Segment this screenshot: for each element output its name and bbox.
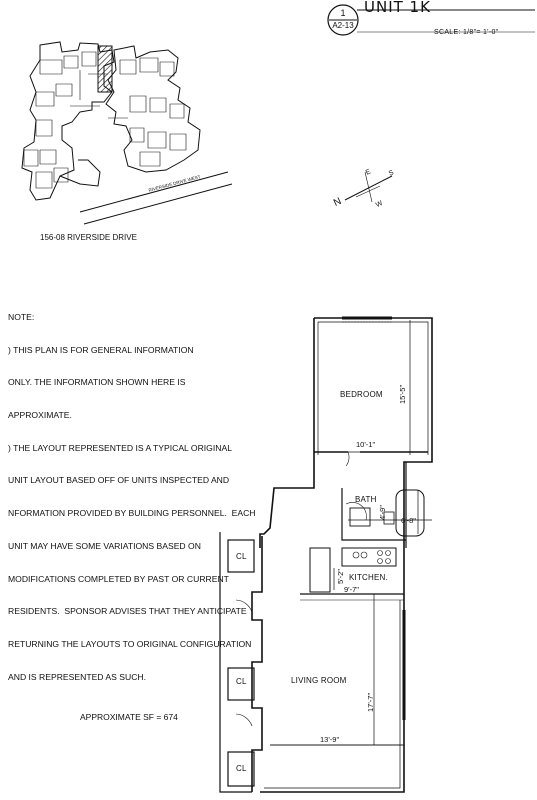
note-line: ONLY. THE INFORMATION SHOWN HERE IS (8, 377, 186, 388)
room-label-bath: BATH (355, 495, 377, 504)
dim-living-width: 13'-9" (320, 735, 340, 744)
toilet (349, 507, 371, 527)
dimension-lines (270, 320, 432, 746)
note-line: RESIDENTS. SPONSOR ADVISES THAT THEY ANT… (8, 606, 247, 617)
note-line: APPROXIMATE. (8, 409, 72, 420)
approximate-square-footage: APPROXIMATE SF = 674 (80, 712, 178, 722)
dim-bedroom-width: 10'-1" (356, 440, 376, 449)
kitchen-counter (341, 547, 397, 567)
closet-3-box (227, 751, 255, 787)
room-label-bedroom: BEDROOM (340, 390, 383, 399)
note-line: UNIT MAY HAVE SOME VARIATIONS BASED ON (8, 540, 201, 551)
dim-bedroom-length: 15'-5" (398, 384, 407, 404)
north-arrow (344, 171, 393, 203)
highlighted-unit (97, 45, 113, 93)
note-line: ) THIS PLAN IS FOR GENERAL INFORMATION (8, 344, 194, 355)
note-line: RETURNING THE LAYOUTS TO ORIGINAL CONFIG… (8, 639, 252, 649)
note-line: UNIT LAYOUT BASED OFF OF UNITS INSPECTED… (8, 475, 230, 486)
room-label-closet: CL (236, 552, 247, 561)
dim-living-length: 17'-7" (366, 692, 375, 712)
closet-1-box (227, 539, 255, 573)
dim-kitchen-width: 9'-7" (344, 585, 359, 594)
note-line: AND IS REPRESENTED AS SUCH. (8, 671, 147, 682)
dim-bath-width: 4'-9" (378, 505, 387, 520)
closet-2-box (227, 667, 255, 701)
room-label-closet: CL (236, 677, 247, 686)
dim-kitchen-length: 5'-2" (336, 569, 345, 584)
room-label-kitchen: KITCHEN. (349, 573, 388, 582)
note-line: NFORMATION PROVIDED BY BUILDING PERSONNE… (8, 508, 256, 519)
note-line: ) THE LAYOUT REPRESENTED IS A TYPICAL OR… (8, 442, 232, 453)
general-note: NOTE: ) THIS PLAN IS FOR GENERAL INFORMA… (8, 290, 256, 694)
room-label-living-room: LIVING ROOM (291, 676, 347, 685)
note-line: NOTE: (8, 311, 35, 322)
dim-bath-length: 6'-8" (401, 516, 416, 525)
bathtub (395, 489, 425, 537)
callout-number: 1 (340, 8, 346, 18)
sink (383, 511, 395, 525)
drawing-scale: SCALE: 1/8"= 1'-0" (434, 29, 499, 36)
callout-bubble (327, 4, 359, 36)
room-label-closet: CL (236, 764, 247, 773)
unit-title: UNIT 1K (364, 0, 431, 16)
building-address: 156-08 RIVERSIDE DRIVE (40, 233, 137, 242)
key-plan (21, 41, 233, 225)
callout-sheet: A2-13 (332, 21, 354, 30)
note-line: MODIFICATIONS COMPLETED BY PAST OR CURRE… (8, 573, 229, 584)
